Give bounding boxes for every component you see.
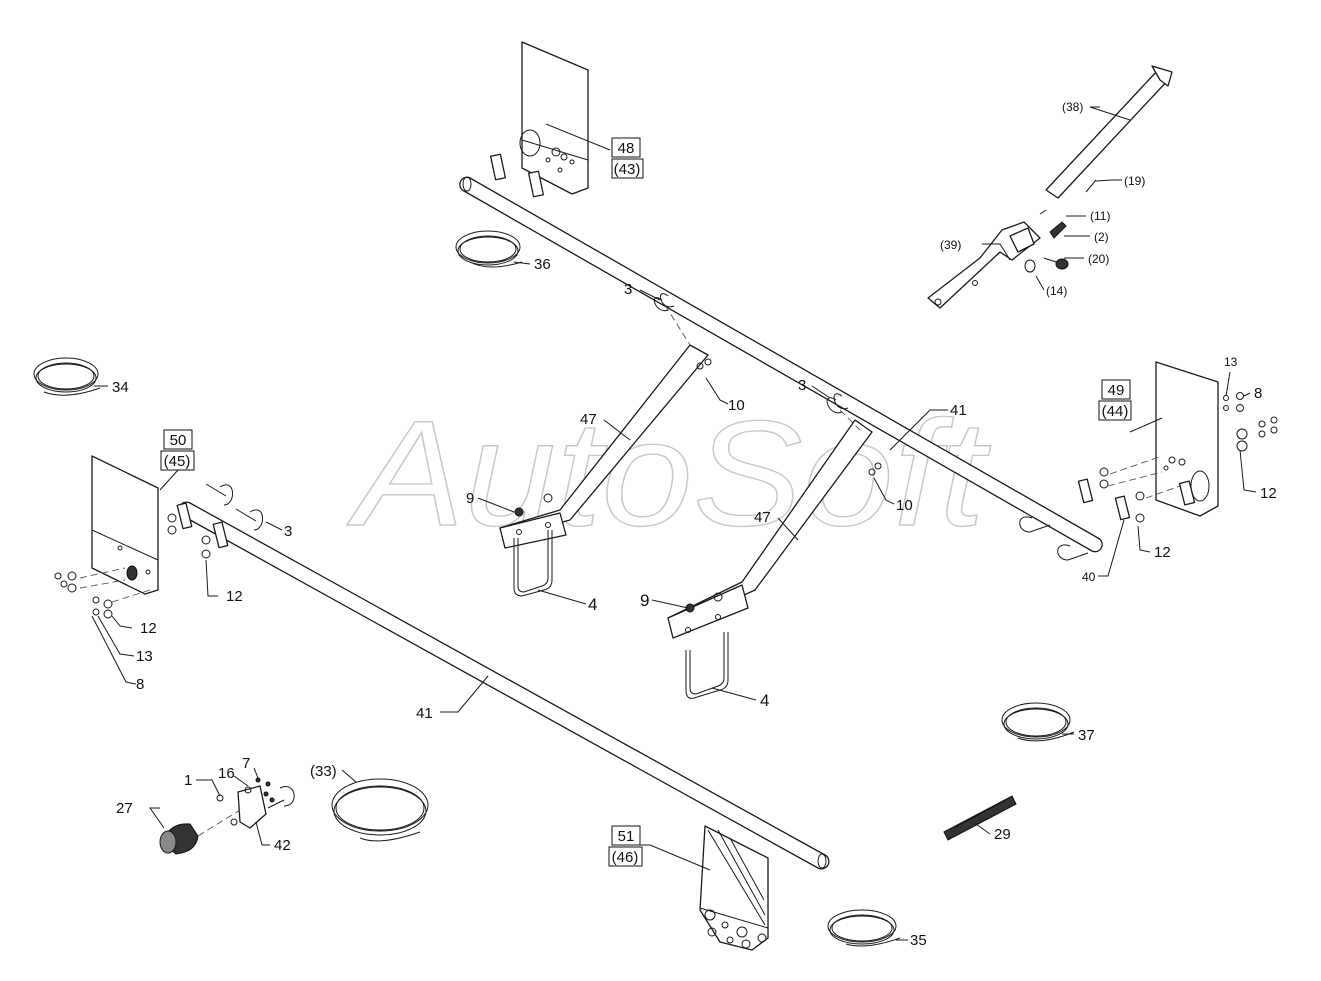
label-9-lower: 9 [640,591,649,610]
label-3-upper-right: 3 [798,377,806,394]
label-44: (44) [1102,403,1129,420]
u-bolt-3-lower-left [205,483,263,531]
label-39: (39) [940,238,961,252]
label-45: (45) [164,453,191,470]
label-9-upper: 9 [466,490,474,507]
mounting-plate-50 [54,455,229,619]
callout-labels: 48 (43) (38) (19) (11) (2) (20) (14) (39… [112,100,1277,949]
label-3-lower-left: 3 [284,523,292,540]
label-50: 50 [170,432,187,449]
label-13-left: 13 [136,648,153,665]
coupling-arm-assembly [927,65,1173,309]
label-12-right-upper: 12 [1260,485,1277,502]
label-12-left-lower: 12 [140,620,157,637]
label-8-left: 8 [136,676,144,693]
cable-coil-33 [331,778,429,842]
label-47-upper: 47 [580,411,597,428]
label-46: (46) [612,849,639,866]
label-36: 36 [534,256,551,273]
label-37: 37 [1078,727,1095,744]
mounting-plate-48 [489,41,589,198]
label-38: (38) [1062,100,1083,114]
lower-cross-tube [178,501,830,870]
label-14: (14) [1046,284,1067,298]
u-bolt-3-upper-right [826,393,861,431]
nut-10-upper [696,358,712,370]
threaded-rod-29 [943,795,1017,841]
label-20: (20) [1088,252,1109,266]
u-bolt-3-upper-left [653,293,691,346]
cable-coil-34 [33,357,101,396]
rear-support-arm [499,344,709,549]
label-10-upper: 10 [728,397,745,414]
cable-coil-37 [1001,702,1075,742]
label-3-upper-left: 3 [624,281,632,298]
label-43: (43) [614,161,641,178]
label-41-upper: 41 [950,402,967,419]
label-12-right-lower: 12 [1154,544,1171,561]
label-34: 34 [112,379,129,396]
label-7: 7 [242,755,250,772]
upper-cross-tube [459,176,1103,553]
nut-10-lower [868,462,882,476]
mounting-plate-51 [699,825,769,951]
leader-lines [91,106,1257,941]
label-12-left-upper: 12 [226,588,243,605]
label-29: 29 [994,826,1011,843]
watermark-text: AutoSoft [346,389,991,557]
cable-coil-36 [455,230,523,268]
label-51: 51 [618,828,635,845]
cable-coil-35 [827,909,901,947]
label-40: 40 [1082,570,1096,584]
label-49: 49 [1108,382,1125,399]
label-2: (2) [1094,230,1109,244]
u-bolt-4-left [513,493,553,597]
u-bolt-tube-right-end [1019,516,1089,561]
label-47-lower: 47 [754,509,771,526]
label-13-right: 13 [1224,355,1238,369]
label-27: 27 [116,800,133,817]
label-35: 35 [910,932,927,949]
mounting-plate-49 [1077,361,1278,523]
lamp-assembly [159,777,295,855]
label-42: 42 [274,837,291,854]
label-48: 48 [618,140,635,157]
label-19: (19) [1124,174,1145,188]
label-10-lower: 10 [896,497,913,514]
label-33: (33) [310,763,337,780]
label-1: 1 [184,772,192,789]
label-4-upper: 4 [588,595,597,614]
label-16: 16 [218,765,235,782]
label-41-lower: 41 [416,705,433,722]
label-4-lower: 4 [760,691,769,710]
label-11: (11) [1090,209,1110,223]
front-support-arm [667,419,873,639]
label-8-right: 8 [1254,385,1262,402]
